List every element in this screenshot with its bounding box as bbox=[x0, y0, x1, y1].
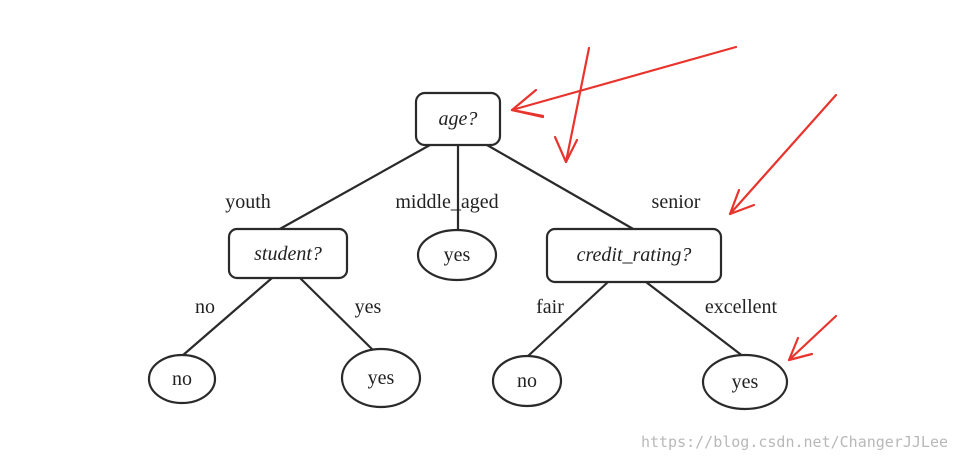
student-no-leaf: no bbox=[147, 353, 217, 405]
red-arrow-3 bbox=[728, 93, 838, 216]
middle-aged-leaf-label: yes bbox=[444, 244, 471, 266]
middle-aged-leaf: yes bbox=[416, 228, 498, 282]
credit-fair-leaf: no bbox=[491, 354, 563, 408]
edge-credit-excellent bbox=[645, 281, 745, 358]
red-arrow-4 bbox=[787, 314, 838, 362]
edge-label-credit-fair: fair bbox=[536, 296, 564, 318]
root-node-label: age? bbox=[439, 108, 478, 130]
edge-label-senior: senior bbox=[652, 191, 701, 213]
student-yes-leaf-label: yes bbox=[368, 367, 395, 389]
edge-student-yes bbox=[299, 277, 379, 356]
student-node: student? bbox=[227, 227, 349, 280]
edge-label-student-no: no bbox=[195, 296, 215, 318]
credit-rating-node: credit_rating? bbox=[545, 227, 723, 284]
edge-label-middle-aged: middle_aged bbox=[395, 191, 498, 213]
credit-excellent-leaf: yes bbox=[701, 353, 789, 411]
student-yes-leaf: yes bbox=[340, 347, 422, 409]
edge-label-youth: youth bbox=[225, 191, 271, 213]
red-arrow-2 bbox=[553, 46, 591, 164]
credit-fair-leaf-label: no bbox=[517, 370, 537, 392]
credit-rating-node-label: credit_rating? bbox=[577, 244, 692, 266]
tree-edges bbox=[181, 144, 745, 358]
edge-student-no bbox=[181, 277, 273, 357]
credit-excellent-leaf-label: yes bbox=[732, 371, 759, 393]
watermark-text: https://blog.csdn.net/ChangerJJLee bbox=[641, 433, 948, 451]
root-node: age? bbox=[414, 91, 502, 147]
annotation-arrows bbox=[510, 45, 838, 362]
edge-credit-fair bbox=[527, 281, 609, 357]
edge-root-student bbox=[277, 144, 431, 231]
red-arrow-1 bbox=[510, 45, 738, 118]
edge-label-credit-excellent: excellent bbox=[705, 296, 778, 318]
edge-root-credit bbox=[486, 144, 636, 231]
red-arrow-5 bbox=[510, 108, 545, 119]
student-no-leaf-label: no bbox=[172, 368, 192, 390]
edge-label-student-yes: yes bbox=[355, 296, 382, 318]
student-node-label: student? bbox=[254, 243, 322, 265]
